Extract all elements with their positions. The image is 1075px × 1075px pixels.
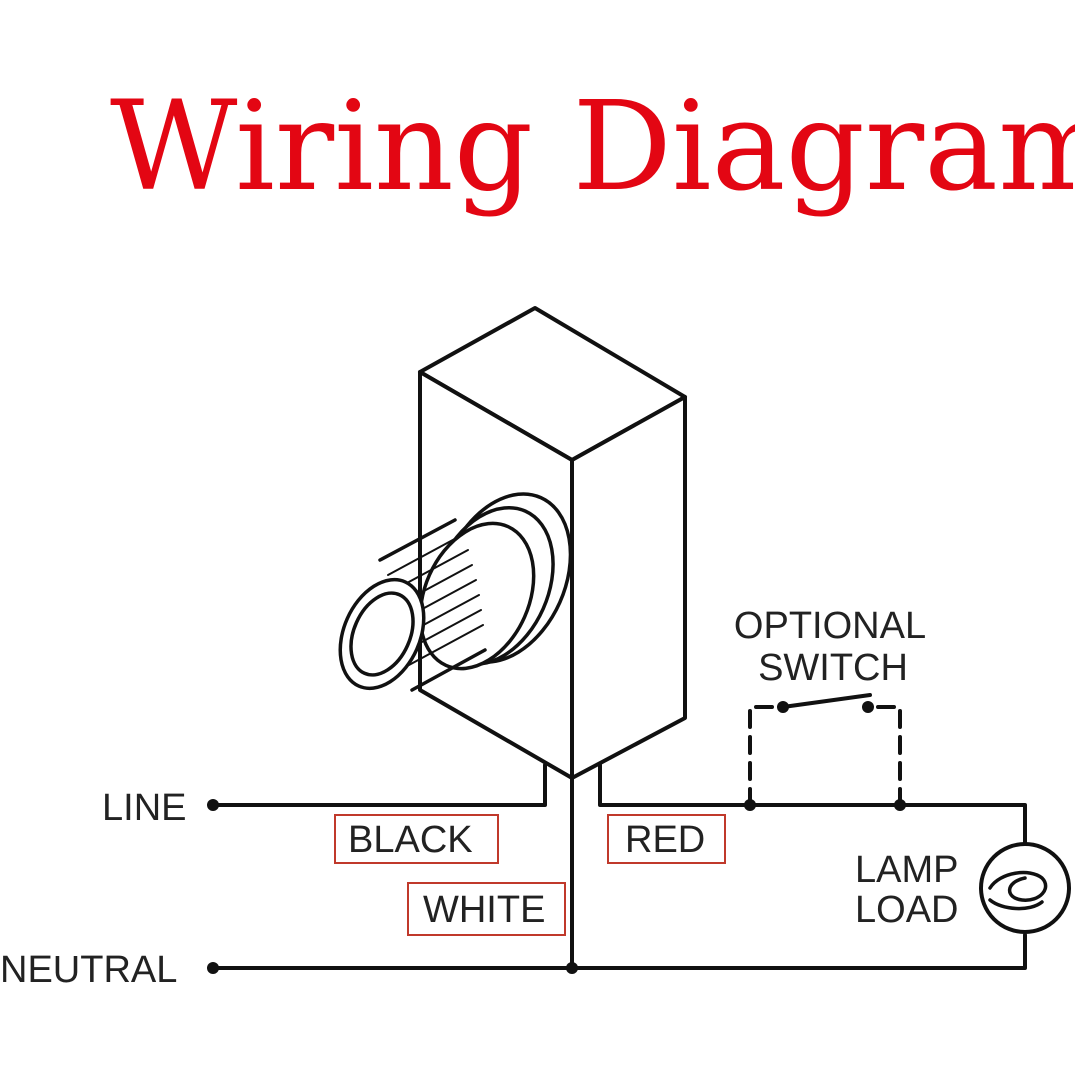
switch-label: SWITCH <box>758 647 908 689</box>
load-label: LOAD <box>855 889 958 931</box>
red-wire-label: RED <box>625 819 705 861</box>
junction-dots <box>207 701 906 974</box>
label-boxes <box>334 814 726 936</box>
lamp-label: LAMP <box>855 849 958 891</box>
page-title: Wiring Diagram <box>110 75 1075 219</box>
optional-switch <box>748 693 902 807</box>
neutral-label: NEUTRAL <box>0 949 177 991</box>
white-wire-label: WHITE <box>423 889 545 931</box>
lamp-icon <box>979 842 1071 934</box>
sensor-nozzle <box>338 492 573 692</box>
black-wire-label: BLACK <box>348 819 473 861</box>
optional-label: OPTIONAL <box>734 605 926 647</box>
line-label: LINE <box>102 787 186 829</box>
